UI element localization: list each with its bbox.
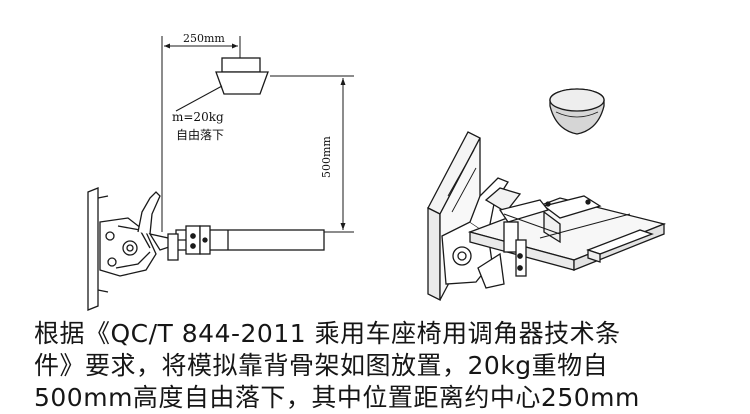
diagram-figure: 250mm (87, 32, 667, 311)
drop-label: 自由落下 (176, 128, 224, 142)
mass-label: m=20kg (172, 110, 224, 124)
seat-back-bar (167, 225, 325, 261)
seat-back-frame-3d (467, 195, 667, 277)
vertical-dimension-label: 500mm (320, 136, 333, 178)
drop-weight (215, 57, 269, 95)
horizontal-dimension-label: 250mm (183, 32, 225, 45)
vertical-dimension (270, 75, 354, 233)
mass-leader-line (175, 85, 223, 112)
test-fixture-3d (427, 88, 667, 302)
recliner-mechanism (99, 191, 173, 277)
caption-line-3: 500mm高度自由落下，其中位置距离约中心250mm (34, 383, 640, 412)
caption-line-1: 根据《QC/T 844-2011 乘用车座椅用调角器技术条 (34, 319, 621, 348)
caption-line-2: 件》要求，将模拟靠背骨架如图放置，20kg重物自 (34, 351, 609, 380)
drop-test-schematic: 250mm (87, 32, 354, 311)
mounting-plate (87, 187, 109, 311)
horizontal-dimension (161, 36, 241, 232)
drop-weight-3d (549, 88, 605, 135)
